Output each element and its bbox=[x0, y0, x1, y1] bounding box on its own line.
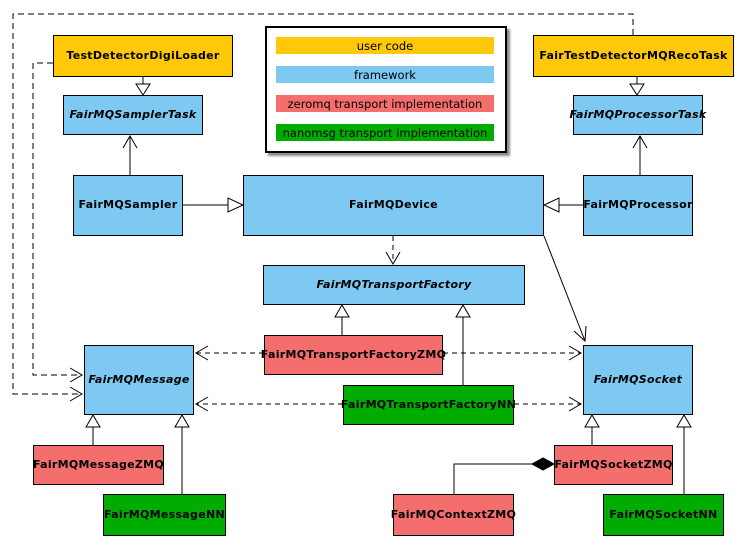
edge-digiloader-message bbox=[32, 62, 82, 376]
class-label: FairMQContextZMQ bbox=[390, 507, 517, 521]
class-box-fairmqmessage: FairMQMessage bbox=[84, 345, 194, 415]
legend-label: zeromq transport implementation bbox=[287, 96, 483, 111]
class-label: TestDetectorDigiLoader bbox=[66, 48, 220, 62]
class-label: FairMQProcessor bbox=[583, 198, 693, 212]
arrowhead-open bbox=[122, 135, 138, 149]
class-box-testdetectordigiloader: TestDetectorDigiLoader bbox=[53, 35, 233, 77]
class-box-fairmqmessagenn: FairMQMessageNN bbox=[103, 494, 226, 536]
class-label: FairMQTransportFactory bbox=[316, 277, 472, 291]
class-box-fairmqsampler: FairMQSampler bbox=[73, 175, 183, 236]
class-label: FairMQTransportFactoryNN bbox=[340, 397, 517, 411]
class-label: FairTestDetectorMQRecoTask bbox=[539, 48, 728, 62]
class-label: FairMQProcessorTask bbox=[569, 107, 707, 121]
arrowhead-triangle bbox=[629, 83, 645, 96]
arrowhead-triangle bbox=[85, 414, 101, 428]
class-box-fairmqsocketnn: FairMQSocketNN bbox=[603, 494, 724, 536]
class-box-fairmqmessagezmq: FairMQMessageZMQ bbox=[33, 445, 164, 485]
legend-label: user code bbox=[356, 38, 414, 53]
legend-item-zeromq: zeromq transport implementation bbox=[276, 95, 494, 112]
legend-item-nanomsg: nanomsg transport implementation bbox=[276, 124, 494, 141]
edge-socketzmq-contextzmq bbox=[453, 463, 533, 494]
class-box-fairmqtransportfactorynn: FairMQTransportFactoryNN bbox=[340, 385, 517, 425]
arrowhead-triangle bbox=[676, 414, 692, 428]
arrowhead-triangle bbox=[334, 304, 350, 318]
legend-label: nanomsg transport implementation bbox=[282, 125, 488, 140]
class-box-fairmqsamplertask: FairMQSamplerTask bbox=[63, 95, 203, 135]
arrowhead-triangle bbox=[227, 197, 245, 213]
class-box-fairmqprocessortask: FairMQProcessorTask bbox=[569, 95, 706, 135]
arrowhead-open bbox=[632, 135, 648, 149]
class-label: FairMQSamplerTask bbox=[69, 107, 197, 121]
arrowhead-open bbox=[69, 367, 83, 383]
class-box-fairmqsocket: FairMQSocket bbox=[583, 345, 693, 415]
arrowhead-open bbox=[195, 396, 209, 412]
arrowhead-triangle bbox=[135, 83, 151, 96]
class-label: FairMQSocketZMQ bbox=[554, 457, 673, 471]
arrowhead-open bbox=[573, 325, 587, 343]
arrowhead-open bbox=[568, 396, 582, 412]
class-label: FairMQMessageNN bbox=[104, 507, 225, 521]
arrowhead-triangle bbox=[542, 197, 560, 213]
arrowhead-open bbox=[69, 386, 83, 402]
class-label: FairMQMessageZMQ bbox=[32, 457, 165, 471]
class-box-fairmqprocessor: FairMQProcessor bbox=[583, 175, 693, 236]
legend-item-user-code: user code bbox=[276, 37, 494, 54]
class-label: FairMQTransportFactoryZMQ bbox=[260, 347, 447, 361]
legend-item-framework: framework bbox=[276, 66, 494, 83]
class-box-fairmqsocketzmq: FairMQSocketZMQ bbox=[554, 445, 673, 485]
class-label: FairMQSocketNN bbox=[609, 507, 718, 521]
arrowhead-open bbox=[568, 345, 582, 361]
legend-label: framework bbox=[354, 67, 416, 82]
class-box-fairmqtransportfactory: FairMQTransportFactory bbox=[263, 265, 525, 305]
class-label: FairMQSocket bbox=[593, 372, 683, 386]
composition-diamond bbox=[530, 457, 556, 471]
edge-recotask-message bbox=[12, 13, 634, 395]
class-box-fairtestdetectormqrecotask: FairTestDetectorMQRecoTask bbox=[533, 35, 734, 77]
class-label: FairMQDevice bbox=[349, 198, 438, 212]
class-box-fairmqdevice: FairMQDevice bbox=[243, 175, 544, 236]
class-label: FairMQSampler bbox=[78, 198, 178, 212]
arrowhead-triangle bbox=[455, 304, 471, 318]
class-box-fairmqtransportfactoryzmq: FairMQTransportFactoryZMQ bbox=[260, 335, 447, 375]
arrowhead-triangle bbox=[174, 414, 190, 428]
legend-box: user code framework zeromq transport imp… bbox=[265, 26, 507, 153]
edge-device-socket bbox=[543, 235, 586, 342]
class-label: FairMQMessage bbox=[88, 372, 190, 386]
arrowhead-open bbox=[195, 345, 209, 361]
class-box-fairmqcontextzmq: FairMQContextZMQ bbox=[390, 494, 517, 536]
arrowhead-triangle bbox=[584, 414, 600, 428]
arrowhead-open bbox=[385, 251, 401, 265]
